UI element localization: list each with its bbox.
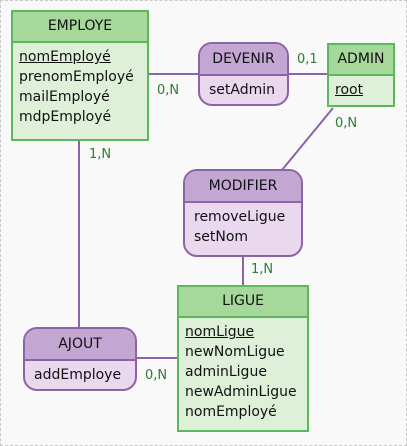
- cardinality-ligue-modifier: 1,N: [251, 262, 274, 277]
- attr-remove-ligue: removeLigue: [194, 209, 286, 225]
- assoc-devenir-attributes: setAdmin: [200, 76, 287, 100]
- entity-ligue[interactable]: LIGUE nomLigue newNomLigue adminLigue ne…: [177, 285, 309, 432]
- cardinality-admin-modifier: 0,N: [335, 116, 358, 131]
- cardinality-ligue-ajout: 0,N: [145, 368, 168, 383]
- entity-admin-title: ADMIN: [329, 45, 393, 76]
- cardinality-employe-devenir: 0,N: [157, 83, 180, 98]
- attr-mail-employe: mailEmployé: [19, 89, 110, 105]
- assoc-ajout-attributes: addEmploye: [25, 361, 135, 385]
- attr-root: root: [335, 82, 364, 98]
- attr-set-admin: setAdmin: [209, 82, 276, 98]
- assoc-modifier-attributes: removeLigue setNom: [185, 203, 301, 247]
- entity-employe-title: EMPLOYE: [13, 12, 147, 43]
- assoc-modifier-title: MODIFIER: [185, 171, 301, 203]
- attr-prenom-employe: prenomEmployé: [19, 69, 134, 85]
- assoc-ajout[interactable]: AJOUT addEmploye: [23, 327, 137, 391]
- attr-nom-employe: nomEmployé: [19, 49, 111, 65]
- attr-mdp-employe: mdpEmployé: [19, 109, 112, 125]
- assoc-ajout-title: AJOUT: [25, 329, 135, 361]
- assoc-devenir[interactable]: DEVENIR setAdmin: [198, 42, 289, 106]
- attr-nom-employe-ligue: nomEmployé: [185, 404, 277, 420]
- cardinality-employe-ajout: 1,N: [89, 147, 112, 162]
- assoc-modifier[interactable]: MODIFIER removeLigue setNom: [183, 169, 303, 257]
- cardinality-admin-devenir: 0,1: [297, 52, 318, 67]
- attr-set-nom: setNom: [194, 229, 249, 245]
- entity-admin[interactable]: ADMIN root: [327, 43, 395, 107]
- attr-add-employe: addEmploye: [34, 367, 122, 383]
- attr-new-admin-ligue: newAdminLigue: [185, 384, 297, 400]
- entity-employe-attributes: nomEmployé prenomEmployé mailEmployé mdp…: [13, 43, 147, 127]
- attr-nom-ligue: nomLigue: [185, 324, 255, 340]
- entity-employe[interactable]: EMPLOYE nomEmployé prenomEmployé mailEmp…: [11, 10, 149, 141]
- entity-ligue-attributes: nomLigue newNomLigue adminLigue newAdmin…: [179, 318, 307, 422]
- entity-admin-attributes: root: [329, 76, 393, 100]
- attr-new-nom-ligue: newNomLigue: [185, 344, 285, 360]
- attr-admin-ligue: adminLigue: [185, 364, 267, 380]
- entity-ligue-title: LIGUE: [179, 287, 307, 318]
- assoc-devenir-title: DEVENIR: [200, 44, 287, 76]
- link-admin-modifier: [281, 107, 334, 171]
